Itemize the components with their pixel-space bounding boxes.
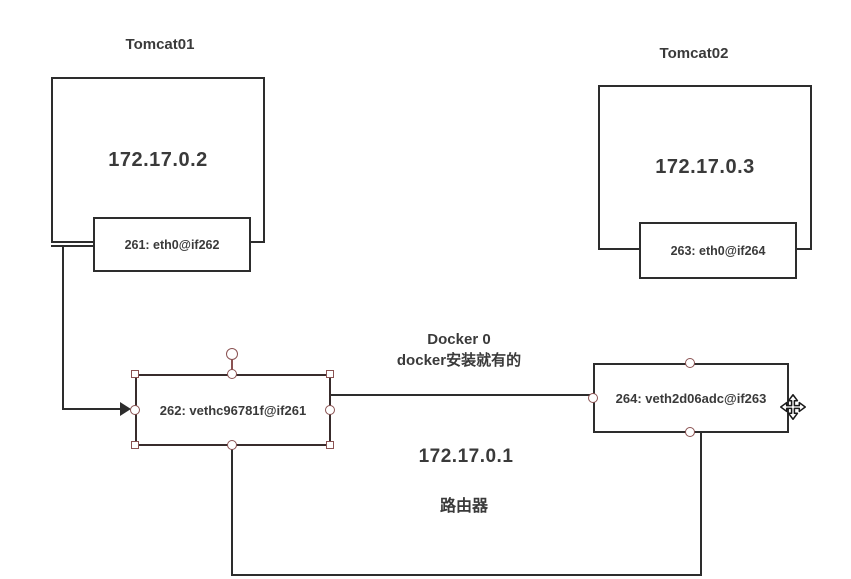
edge-tomcat01-veth262-segment-c[interactable] <box>62 408 120 410</box>
edge-bottom-loop-segment-b[interactable] <box>231 574 702 576</box>
edge-arrowhead <box>120 402 131 416</box>
router-label[interactable]: 路由器 <box>439 498 489 515</box>
veth264-label: 264: veth2d06adc@if263 <box>615 390 767 406</box>
veth262-label: 262: vethc96781f@if261 <box>159 402 307 418</box>
tomcat02-ip: 172.17.0.3 <box>655 156 755 178</box>
selection-handle-n[interactable] <box>227 369 237 379</box>
edge-bottom-loop-segment-c[interactable] <box>700 433 702 576</box>
selection-handle-nw[interactable] <box>131 370 139 378</box>
selection-handle-e[interactable] <box>325 405 335 415</box>
connection-point-w[interactable] <box>588 393 598 403</box>
gateway-ip-label[interactable]: 172.17.0.1 <box>418 446 514 467</box>
selection-handle-sw[interactable] <box>131 441 139 449</box>
node-tomcat01[interactable]: 172.17.0.2 <box>51 77 265 243</box>
node-veth262[interactable]: 262: vethc96781f@if261 <box>135 374 331 446</box>
edge-bottom-loop-segment-a[interactable] <box>231 446 233 576</box>
docker0-note-line2: docker安装就有的 <box>396 352 522 369</box>
node-veth264[interactable]: 264: veth2d06adc@if263 <box>593 363 789 433</box>
docker0-note[interactable]: Docker 0 docker安装就有的 <box>397 329 521 371</box>
rotation-handle[interactable] <box>226 348 238 360</box>
rotation-handle-stem <box>231 359 233 371</box>
node-eth0-263[interactable]: 263: eth0@if264 <box>639 222 797 279</box>
selection-handle-se[interactable] <box>326 441 334 449</box>
tomcat02-title[interactable]: Tomcat02 <box>659 45 729 62</box>
eth0-263-label: 263: eth0@if264 <box>670 243 766 258</box>
edge-tomcat01-veth262-segment-b[interactable] <box>62 245 64 410</box>
selection-handle-ne[interactable] <box>326 370 334 378</box>
tomcat01-title[interactable]: Tomcat01 <box>125 36 195 53</box>
selection-handle-s[interactable] <box>227 440 237 450</box>
edge-tomcat01-veth262-segment-a[interactable] <box>51 245 93 247</box>
eth0-261-label: 261: eth0@if262 <box>124 237 220 252</box>
selection-handle-w[interactable] <box>130 405 140 415</box>
connection-point-s[interactable] <box>685 427 695 437</box>
docker0-note-line1: Docker 0 <box>427 331 491 348</box>
edge-veth262-veth264[interactable] <box>331 394 593 396</box>
tomcat01-ip: 172.17.0.2 <box>108 148 208 171</box>
connection-point-n[interactable] <box>685 358 695 368</box>
node-eth0-261[interactable]: 261: eth0@if262 <box>93 217 251 272</box>
move-cursor-icon <box>779 393 807 421</box>
